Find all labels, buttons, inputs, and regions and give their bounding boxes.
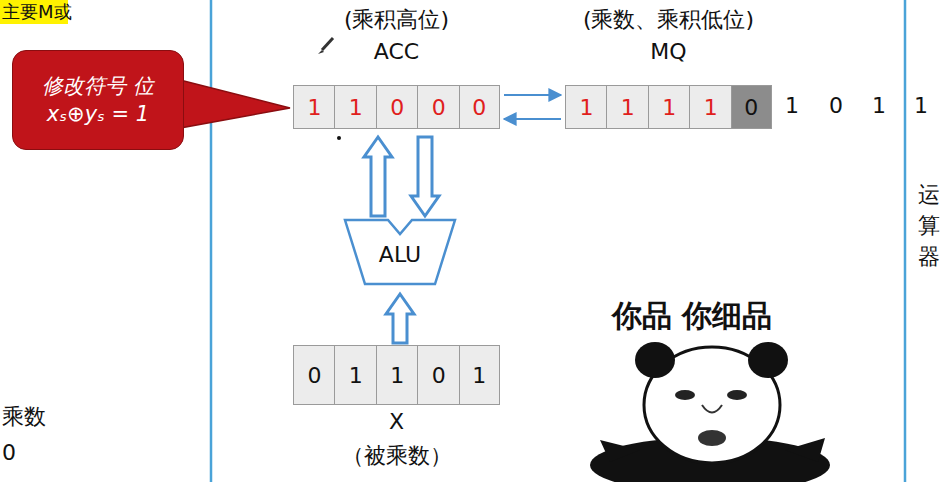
hollow-arrow <box>364 137 392 216</box>
data-arrow <box>504 94 561 96</box>
register-cell: 1 <box>334 85 377 129</box>
text-label: 你品 你细品 <box>612 296 772 337</box>
register-cell: 1 <box>689 85 732 129</box>
callout-box: 修改符号 位xₛ⊕yₛ = 1 <box>12 50 184 150</box>
data-arrow <box>504 118 561 120</box>
register-cell: 0 <box>293 345 336 405</box>
text-label: 乘数 <box>2 402 46 432</box>
callout-tail <box>180 80 290 128</box>
vertical-label: 运算器 <box>918 180 940 272</box>
alu-unit: ALU <box>343 218 457 286</box>
register-heading: X <box>389 409 404 434</box>
bit-value: 0 <box>307 363 321 388</box>
register-cell: 1 <box>648 85 691 129</box>
bit-value: 1 <box>390 363 404 388</box>
register: X（被乘数）01101 <box>293 345 500 405</box>
register-cell: 0 <box>459 85 500 129</box>
alu-label: ALU <box>343 242 457 267</box>
register-cell: 1 <box>606 85 649 129</box>
panel-border <box>210 0 213 482</box>
pencil-icon <box>318 38 333 54</box>
bit-value: 0 <box>432 363 446 388</box>
bit-value: 0 <box>744 95 758 120</box>
bit-value: 0 <box>472 95 486 120</box>
dot <box>337 136 341 140</box>
bit-value: 1 <box>349 95 363 120</box>
register-heading: ACC <box>374 39 419 64</box>
text-label: 1 <box>872 93 886 118</box>
bit-value: 1 <box>579 95 593 120</box>
bit-value: 0 <box>432 95 446 120</box>
hollow-arrow <box>411 137 439 216</box>
text-label: 0 <box>829 93 843 118</box>
callout-text: 修改符号 位xₛ⊕yₛ = 1 <box>28 72 168 129</box>
text-label: 主要M或 <box>2 0 72 24</box>
register-heading: (乘积高位) <box>344 5 449 35</box>
hollow-arrow <box>386 294 414 343</box>
bit-value: 1 <box>472 363 486 388</box>
register-cell: 1 <box>376 345 419 405</box>
register-cell: 0 <box>417 85 460 129</box>
register-cell: 0 <box>417 345 460 405</box>
register-cell: 1 <box>565 85 608 129</box>
bit-value: 1 <box>662 95 676 120</box>
register-heading: （被乘数） <box>342 441 452 471</box>
register-cell: 0 <box>731 85 772 129</box>
bit-value: 0 <box>390 95 404 120</box>
bit-value: 1 <box>349 363 363 388</box>
text-label: 1 <box>785 93 799 118</box>
register-cell: 1 <box>459 345 500 405</box>
register: (乘积高位)ACC11000 <box>293 85 500 129</box>
register-heading: MQ <box>650 39 686 64</box>
bit-value: 1 <box>621 95 635 120</box>
text-label: 0 <box>2 440 16 465</box>
register-heading: (乘数、乘积低位) <box>583 5 754 35</box>
register-cell: 1 <box>293 85 336 129</box>
bit-value: 1 <box>307 95 321 120</box>
panel-border <box>904 0 907 482</box>
text-label: 1 <box>914 93 928 118</box>
bit-value: 1 <box>704 95 718 120</box>
panda-meme <box>590 342 830 482</box>
register: (乘数、乘积低位)MQ11110 <box>565 85 772 129</box>
register-cell: 0 <box>376 85 419 129</box>
register-cell: 1 <box>334 345 377 405</box>
